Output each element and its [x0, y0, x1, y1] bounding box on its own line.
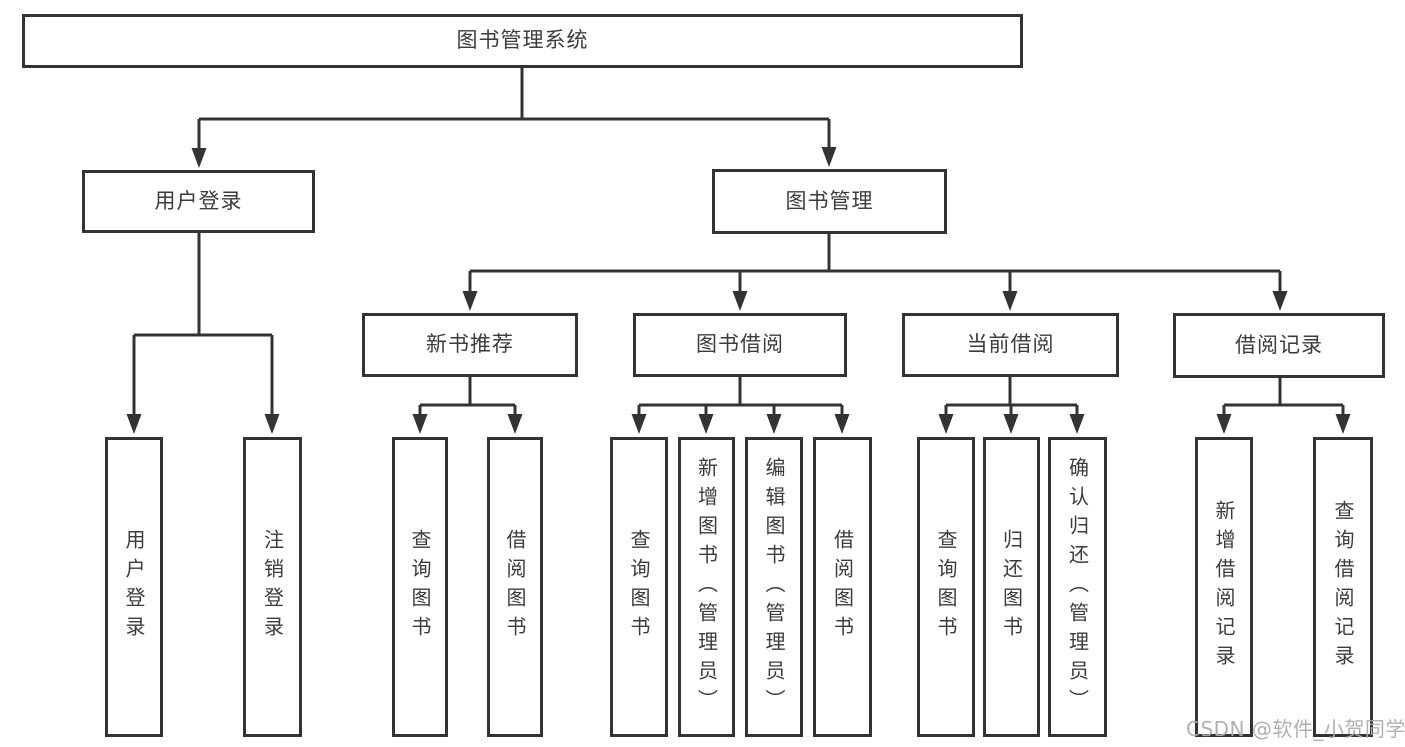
- leaf-borrowing-edit-books-admin: 编辑图书（管理员）: [745, 437, 803, 737]
- csdn-watermark: CSDN @软件_小贺同学: [1186, 717, 1405, 741]
- node-book-management: 图书管理: [712, 169, 947, 234]
- arrowhead-icons: [126, 147, 1351, 434]
- leaf-borrowing-query-books: 查询图书: [610, 437, 668, 737]
- node-library-system: 图书管理系统: [22, 14, 1023, 68]
- leaf-recommend-query-books: 查询图书: [392, 437, 448, 737]
- node-book-borrowing: 图书借阅: [633, 313, 847, 377]
- leaf-records-add-record: 新增借阅记录: [1195, 437, 1253, 737]
- node-new-book-recommend: 新书推荐: [362, 313, 578, 377]
- node-user-login: 用户登录: [82, 170, 315, 233]
- leaf-user-login: 用户登录: [105, 437, 163, 737]
- node-current-borrowing: 当前借阅: [902, 313, 1119, 377]
- leaf-borrowing-borrow-books: 借阅图书: [813, 437, 872, 737]
- leaf-logout: 注销登录: [243, 437, 302, 737]
- leaf-current-confirm-return-admin: 确认归还（管理员）: [1048, 437, 1107, 737]
- leaf-current-return-books: 归还图书: [983, 437, 1040, 737]
- leaf-recommend-borrow-books: 借阅图书: [487, 437, 543, 737]
- leaf-borrowing-add-books-admin: 新增图书（管理员）: [678, 437, 735, 737]
- leaf-records-query-record: 查询借阅记录: [1313, 437, 1373, 737]
- leaf-current-query-books: 查询图书: [917, 437, 975, 737]
- node-borrow-records: 借阅记录: [1173, 313, 1385, 378]
